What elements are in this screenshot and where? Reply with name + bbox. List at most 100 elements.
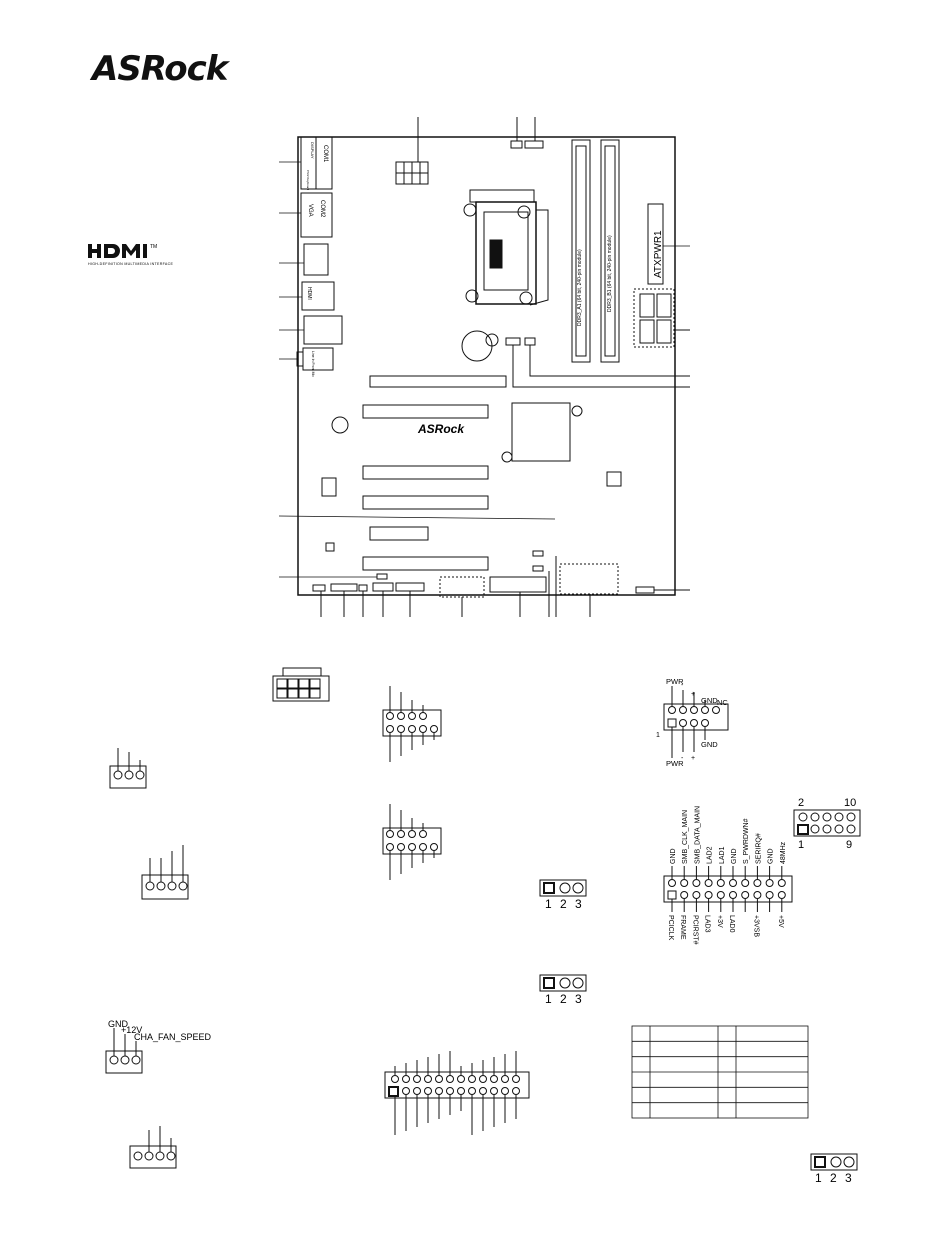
long-header-pin [457,1087,465,1095]
minus-bottom: - [681,755,684,762]
pwr-top-label: PWR [666,677,684,686]
jumper-c-n1: 1 [815,1171,822,1185]
long-header-pin [424,1087,432,1095]
tpm-top-label: S_PWRDWN# [743,818,750,864]
tpm-header [663,866,793,912]
jumper-a-n1: 1 [545,897,552,911]
long-header-pin [479,1075,487,1083]
tpm-top-label: 48MHz [780,841,787,864]
tpm-bottom-label: +3VSB [752,915,759,937]
long-header-pin [468,1087,476,1095]
hdmi-label: HDMI [306,287,312,300]
left-leaders [278,161,556,578]
long-header-pin [391,1075,399,1083]
header-2x5-a [382,686,442,762]
tpm-top-label: GND [670,848,677,864]
long-header-pin [512,1075,520,1083]
long-header-pin [402,1087,410,1095]
header10-n1: 1 [798,839,804,851]
asrock-logo: ASRock [92,49,228,89]
cpu-power-connector [395,117,429,185]
tpm-pin [741,879,750,887]
tpm-pin [753,879,762,887]
jumper-c [810,1153,858,1171]
tpm-top-label: LAD2 [707,846,714,864]
cha-fan-header [105,1028,143,1074]
fan-4pin-bottom [129,1126,177,1169]
header10-n2: 2 [798,797,804,809]
long-header-pin [468,1075,476,1083]
jumper-a-n2: 2 [560,897,567,911]
fan-3pin-illustration [109,748,147,789]
tpm-pin [729,879,737,887]
pwr-bottom-label: PWR [666,759,684,768]
jumper-c-n3: 3 [845,1171,852,1185]
tpm-top-label: SERIRQ# [755,833,762,864]
top-fan-headers [510,117,544,149]
tpm-bottom-label: LAD3 [704,915,711,933]
tpm-pin [716,879,725,887]
jumper-b-n1: 1 [545,992,552,1006]
chipset [501,402,622,487]
atx-power-label: ATXPWR1 [653,230,664,278]
tpm-pin [729,891,737,899]
pin1-label: 1 [656,732,660,739]
long-header-pin [512,1087,520,1095]
long-header-pin [424,1075,432,1083]
ps2-label: PS/2 Keyboard [306,170,310,191]
tpm-bottom-label: PCIRST# [691,915,698,945]
dimm-slots [571,139,620,363]
hdmi-logo: TM HIGH-DEFINITION MULTIMEDIA INTERFACE [88,244,173,266]
dimm-b-label: DDR3_B1 (64 bit, 240-pin module) [607,235,613,312]
long-header-pin [413,1075,421,1083]
tpm-pin [753,891,762,899]
long-header-pin [501,1075,509,1083]
tpm-labels: GNDPCICLKSMB_CLK_MAINFRAMESMB_DATA_MAINP… [667,806,787,945]
long-header-pin [501,1087,509,1095]
jumper-a-n3: 3 [575,897,582,911]
jumper-b [539,974,587,992]
bottom-headers [312,550,690,617]
fan-12v-label: +12V [121,1025,142,1035]
io-panel [296,136,343,371]
long-header-pin [457,1075,465,1083]
cpu-socket [463,189,549,306]
atx-power [647,203,664,285]
tpm-bottom-label: +5V [777,915,784,928]
svg-text:TM: TM [150,244,157,250]
long-header-pin [479,1087,487,1095]
tpm-top-label: GND [768,848,775,864]
long-header-pin [435,1087,443,1095]
fan-4pin-illustration [141,845,189,900]
tpm-bottom-label: FRAME [679,915,686,940]
dimm-a-label: DDR3_A1 (64 bit, 240-pin module) [577,249,583,326]
tpm-pin [765,879,774,887]
tpm-top-label: GND [731,848,738,864]
tpm-bottom-label: PCICLK [667,915,674,941]
jumper-a [539,879,587,897]
tpm-pin [692,891,701,899]
tpm-pin [741,891,750,899]
tpm-pin [777,891,786,899]
fan-gnd-label: GND [108,1019,129,1029]
tpm-pin [777,879,786,887]
long-header-pin [435,1075,443,1083]
long-header-pin [490,1075,498,1083]
expansion-slots [321,375,507,571]
battery [461,330,690,388]
com1-label: COM1 [322,145,328,163]
front-panel-long-header [384,1051,530,1135]
board-outline [297,136,676,596]
jumper-b-n3: 3 [575,992,582,1006]
pin-table [631,1025,809,1119]
audio-note: Line In Front Mic [311,351,315,377]
tpm-pin [680,891,689,899]
header-2x5-b [382,804,442,880]
tpm-pin [704,879,713,887]
header10-n9: 9 [846,839,852,851]
fan-speed-label: CHA_FAN_SPEED [134,1032,212,1042]
tpm-top-label: LAD1 [719,846,726,864]
tpm-pin [692,879,701,887]
plus-top: + [691,691,695,698]
